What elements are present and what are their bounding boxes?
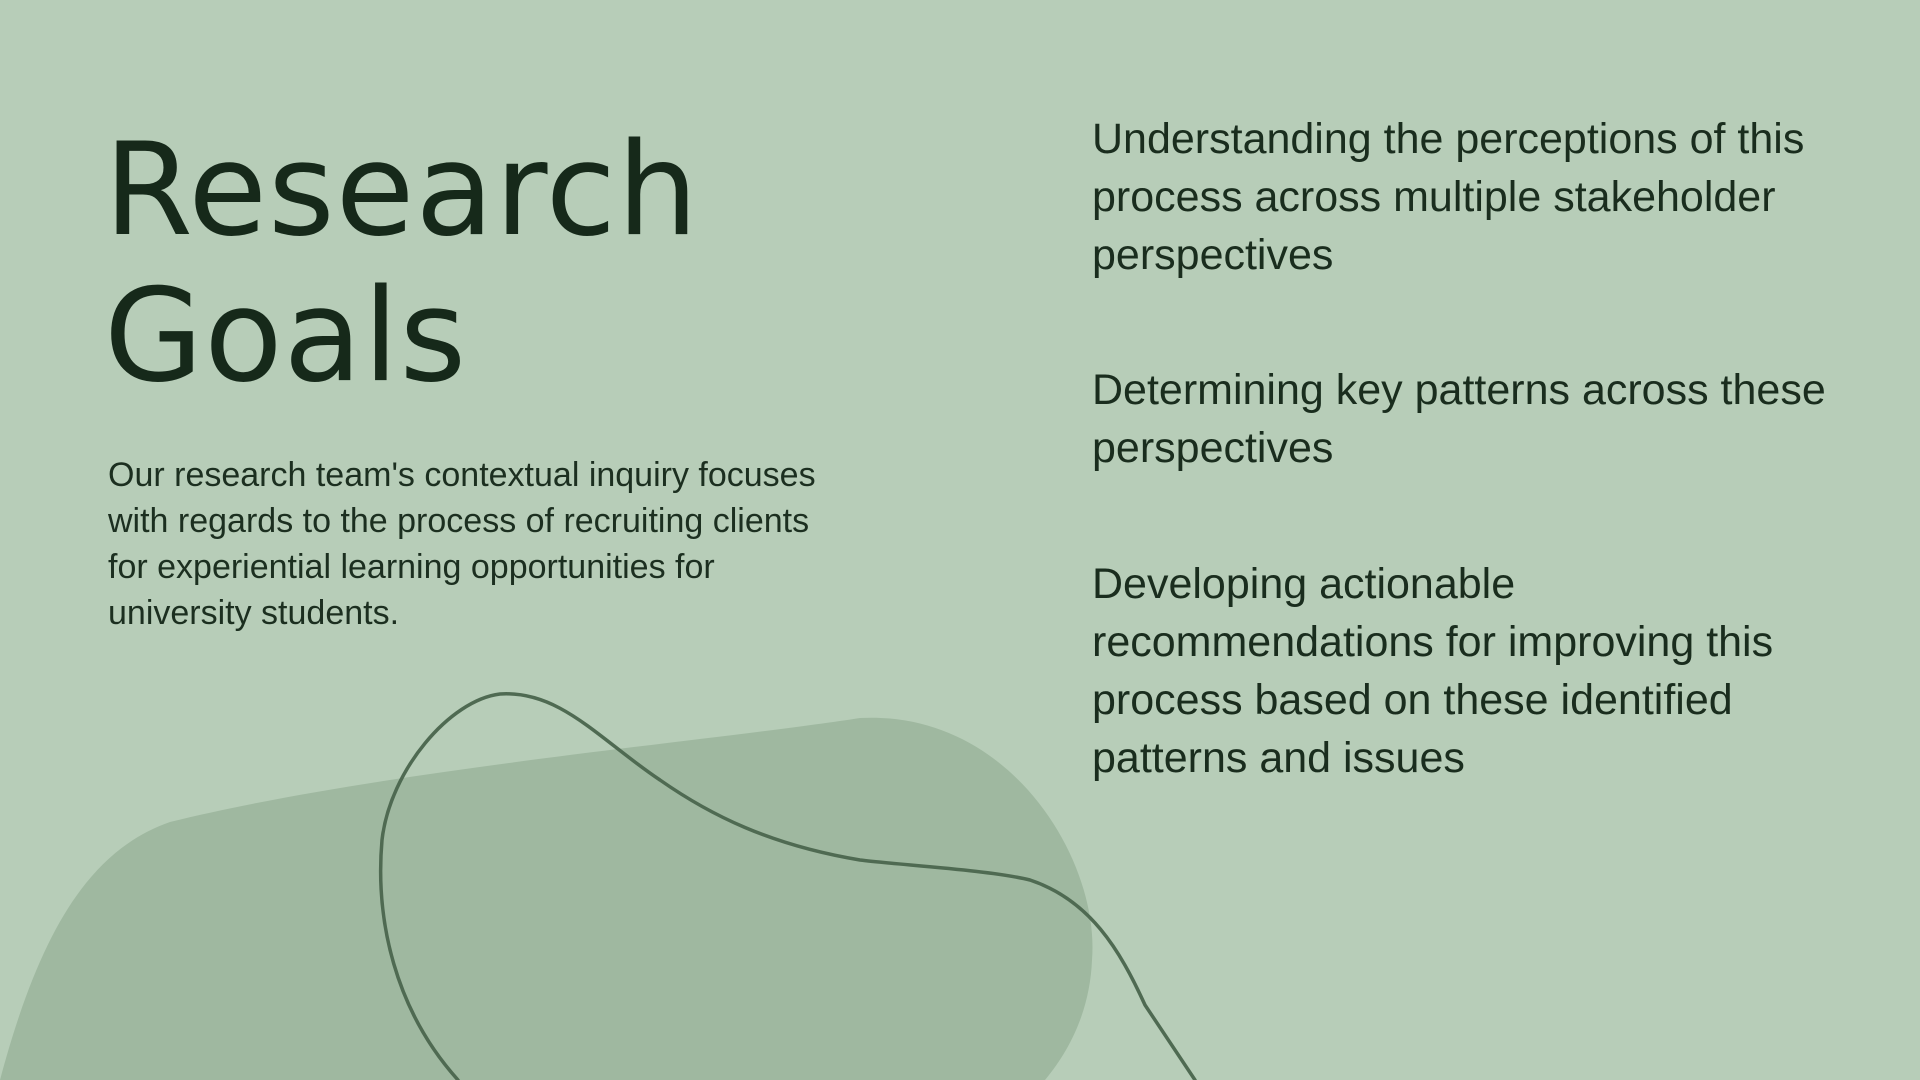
goal-item: Determining key patterns across these pe… [1092,366,1826,472]
page-title: Research Goals [104,118,924,410]
decorative-curve-line [378,692,1197,1080]
background-blob-shape [0,717,1093,1080]
intro-paragraph: Our research team's contextual inquiry f… [108,456,816,632]
title-line-2: Goals [104,262,468,411]
goal-item: Developing actionable recommendations fo… [1092,560,1774,782]
goal-item: Understanding the perceptions of this pr… [1092,115,1805,279]
title-line-1: Research [104,116,700,265]
goals-list: Understanding the perceptions of this pr… [1092,110,1852,864]
